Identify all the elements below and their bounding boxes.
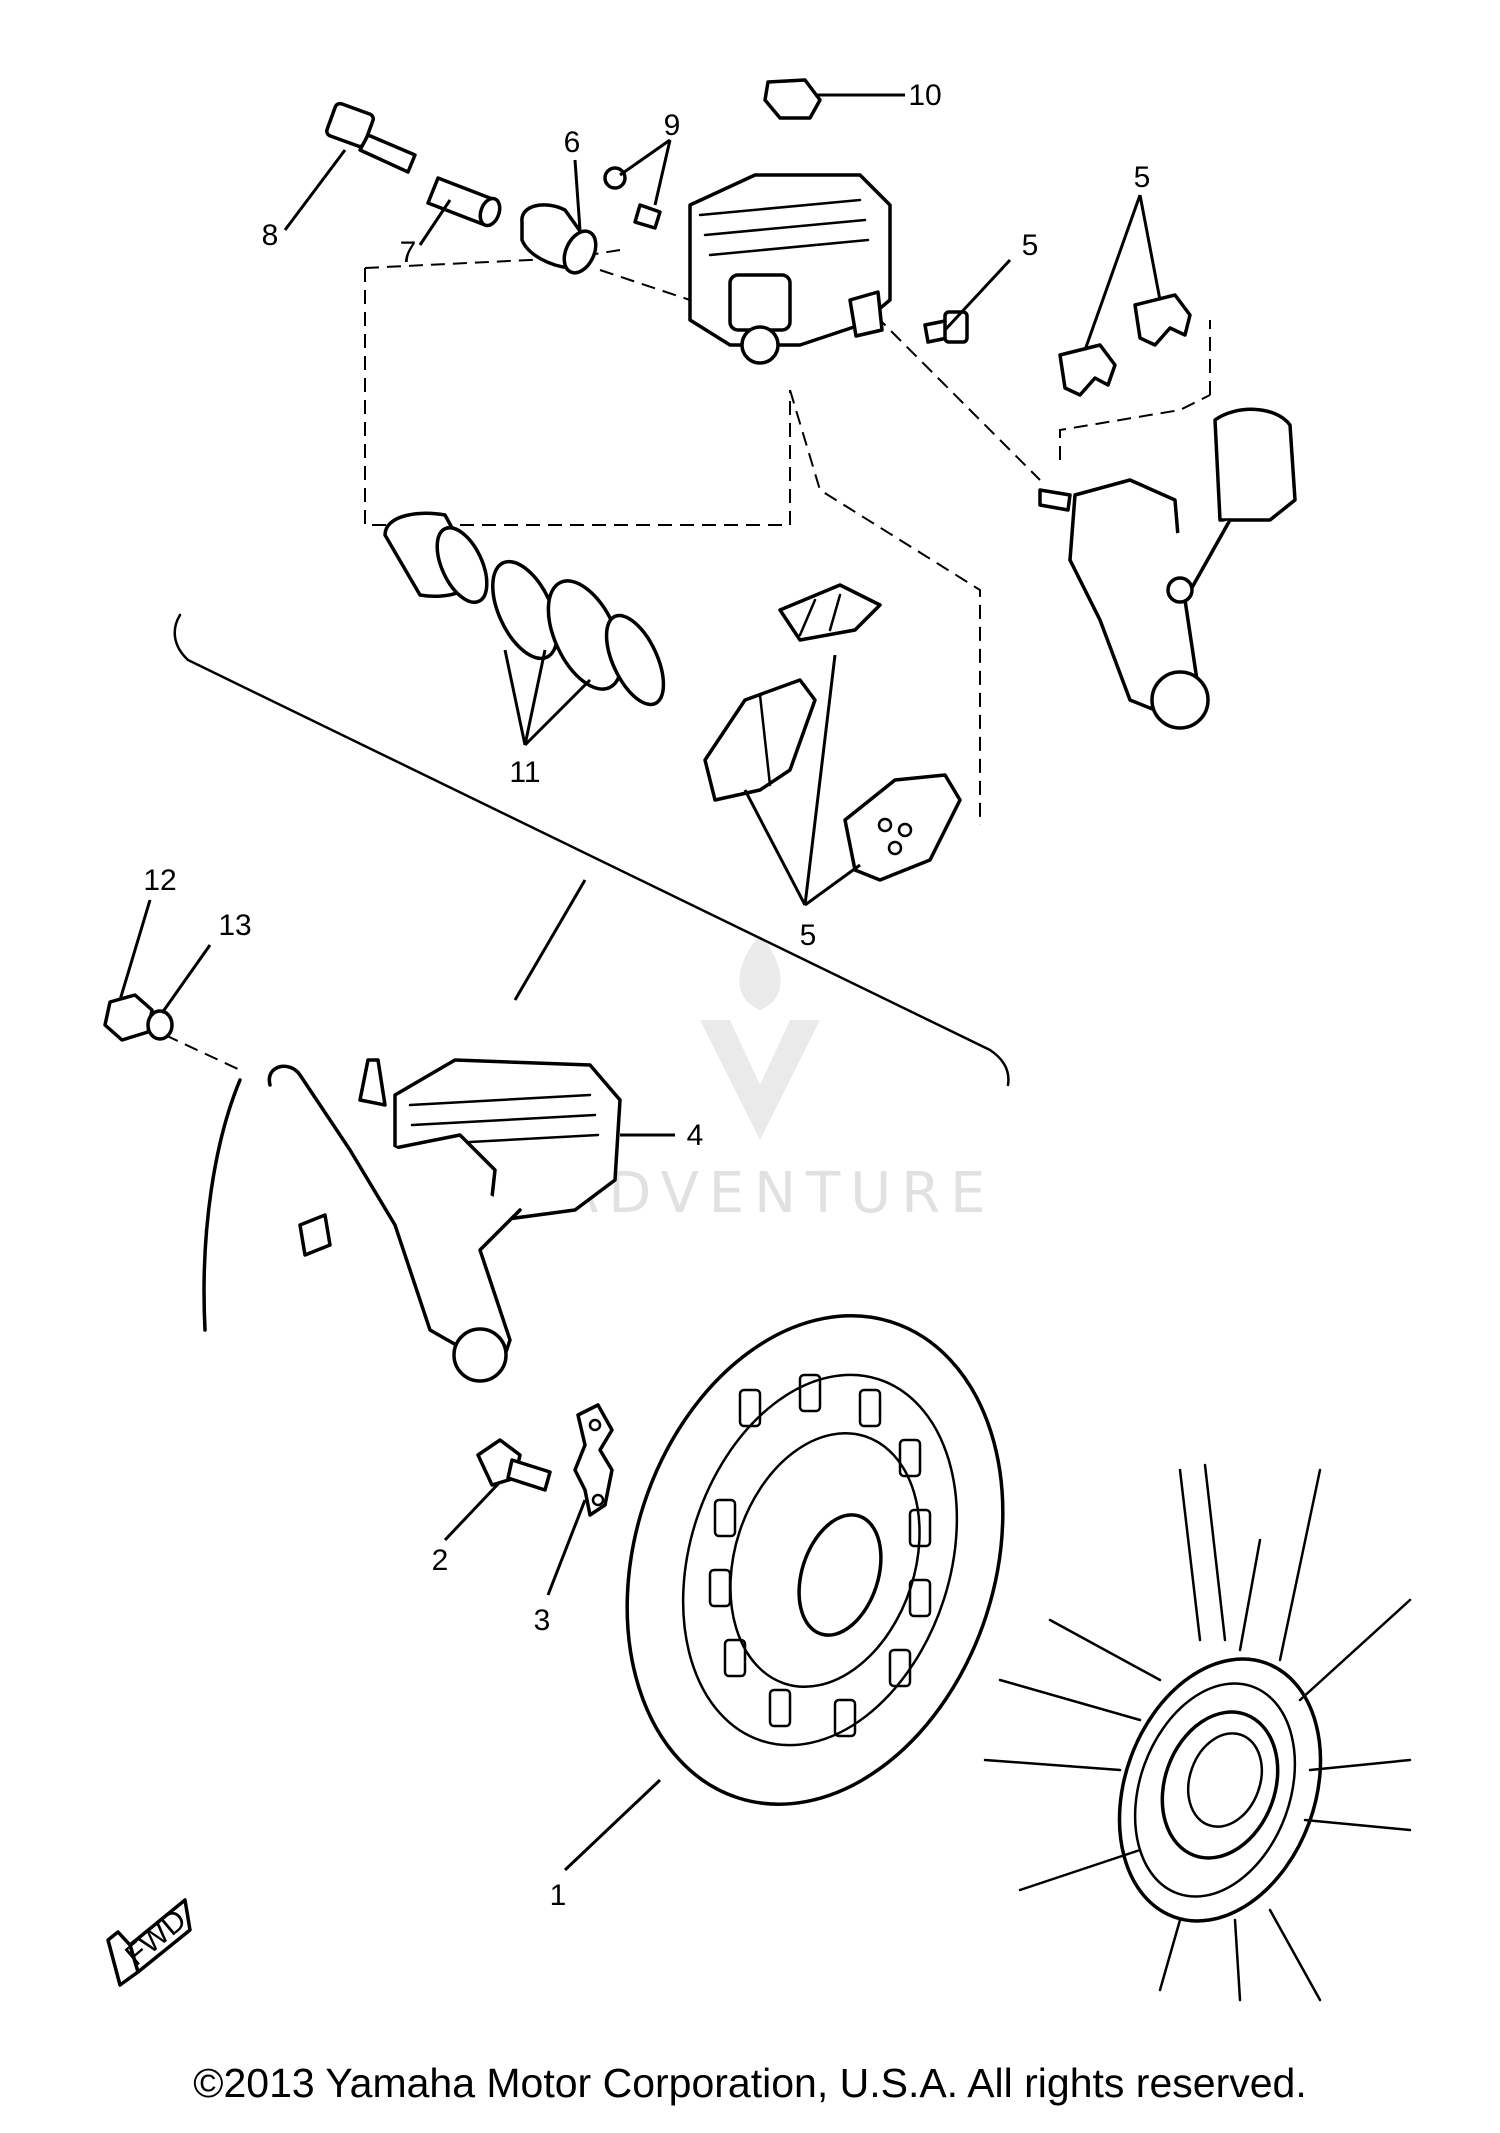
part-3-lock-plate <box>573 1403 614 1517</box>
part-2-bolt <box>476 1438 552 1492</box>
callout-8: 8 <box>262 219 279 252</box>
part-7-sleeve <box>426 176 502 228</box>
watermark-text: ADVENTURE <box>560 1161 996 1226</box>
part-13-washer <box>146 1009 174 1041</box>
wheel-hub <box>983 1463 1412 2002</box>
callout-6: 6 <box>564 126 581 159</box>
part-12-nut <box>103 993 154 1042</box>
callout-12: 12 <box>143 864 176 897</box>
part-5-small-bolt <box>923 310 969 344</box>
watermark-logo-icon <box>700 1020 820 1140</box>
disc-vent-slots <box>708 1373 932 1738</box>
callout-5-pads: 5 <box>800 919 817 952</box>
fwd-arrow: FWD <box>106 1898 193 1987</box>
watermark: ADVENTURE <box>560 935 996 1226</box>
callout-4: 4 <box>687 1119 704 1152</box>
assembly-bracket <box>173 613 1010 1087</box>
part-10-cap <box>763 78 822 120</box>
callout-numbers: 10 9 6 8 7 5 5 11 5 12 13 4 2 3 1 <box>143 79 1150 1912</box>
callout-3: 3 <box>534 1604 551 1637</box>
callout-7: 7 <box>400 236 417 269</box>
callout-2: 2 <box>432 1544 449 1577</box>
part-8-bolt <box>325 101 417 174</box>
callout-11: 11 <box>509 756 540 789</box>
part-1-brake-disc <box>625 1314 1005 1806</box>
caliper-body-upper <box>688 173 892 365</box>
part-4-caliper-assembly <box>202 1058 622 1383</box>
copyright-notice: ©2013 Yamaha Motor Corporation, U.S.A. A… <box>193 2060 1307 2106</box>
part-5-pad-springs <box>1058 293 1192 397</box>
part-5-brake-pads <box>703 678 962 882</box>
callout-5-bolt: 5 <box>1022 229 1039 262</box>
part-6-boot <box>520 203 598 275</box>
watermark-flame-icon <box>739 935 781 1010</box>
callout-10: 10 <box>908 79 941 112</box>
callout-9: 9 <box>664 109 681 142</box>
callout-1: 1 <box>550 1879 567 1912</box>
part-9-bleed-screw <box>603 166 662 230</box>
callout-leaders <box>118 93 1162 1872</box>
callout-13: 13 <box>218 909 251 942</box>
part-11-piston-seals <box>383 511 666 707</box>
caliper-bracket-right <box>1038 407 1297 730</box>
part-5-pad-shim <box>778 583 882 642</box>
callout-5-springs: 5 <box>1134 161 1151 194</box>
exploded-guide-lines <box>164 249 1211 1071</box>
